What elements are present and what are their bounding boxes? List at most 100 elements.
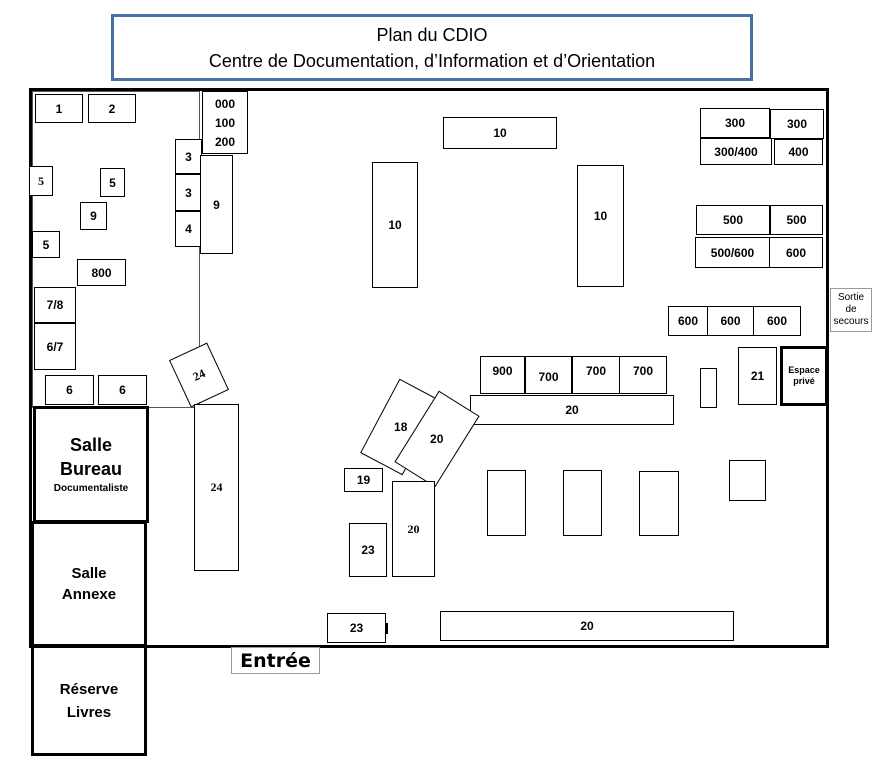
- shelf-600a-label: 600: [785, 245, 807, 260]
- shelf-20-bottom: 20: [440, 611, 734, 641]
- table-unlabeled-2: [563, 470, 602, 536]
- shelf-100: 100: [203, 114, 247, 132]
- shelf-21: 21: [738, 347, 777, 405]
- shelf-100-label: 100: [214, 116, 236, 130]
- shelf-10-top-label: 10: [493, 126, 507, 140]
- shelf-700b-label: 700: [585, 364, 607, 378]
- shelf-10-right-label: 10: [593, 209, 608, 223]
- shelf-200-label: 200: [214, 135, 236, 149]
- shelf-200: 200: [203, 133, 247, 151]
- shelf-4-label: 4: [185, 222, 192, 236]
- shelf-600c: 600: [707, 306, 754, 336]
- shelf-500b-label: 500: [786, 213, 807, 227]
- shelf-600d: 600: [753, 306, 801, 336]
- shelf-300-400: 300/400: [700, 138, 772, 165]
- pillar: [700, 368, 717, 408]
- shelf-500b: 500: [770, 205, 823, 235]
- shelf-500-600: 500/600: [695, 237, 770, 268]
- door-marker: [385, 623, 388, 634]
- shelf-1-label: 1: [55, 101, 63, 116]
- shelf-300a: 300: [700, 108, 770, 138]
- shelf-10-top: 10: [443, 117, 557, 149]
- shelf-18-label: 18: [394, 419, 408, 434]
- room-bureau-label-3: Documentaliste: [53, 482, 129, 494]
- shelf-24-long-label: 24: [210, 480, 223, 494]
- room-reserve-livres: Réserve Livres: [31, 645, 147, 756]
- shelf-7-8-label: 7/8: [46, 298, 64, 312]
- room-bureau-label-1: Salle: [69, 434, 113, 455]
- shelf-9-small: 9: [80, 202, 107, 230]
- shelf-700b: 700: [572, 356, 620, 394]
- shelf-9-tall-label: 9: [213, 197, 220, 212]
- shelf-1: 1: [35, 94, 83, 123]
- shelf-400: 400: [774, 139, 823, 165]
- shelf-7-8: 7/8: [34, 287, 76, 323]
- shelf-23-upper: 23: [349, 523, 387, 577]
- shelf-5-left: 5: [29, 166, 53, 196]
- shelf-6a: 6: [45, 375, 94, 405]
- shelf-3b: 3: [175, 174, 202, 211]
- shelf-6a-label: 6: [66, 383, 73, 397]
- shelf-10-right: 10: [577, 165, 624, 287]
- emergency-exit: Sortie de secours: [830, 288, 872, 332]
- shelf-400-label: 400: [788, 145, 809, 159]
- shelf-300-400-label: 300/400: [714, 144, 758, 159]
- shelf-2-label: 2: [108, 101, 116, 116]
- shelf-23-lower: 23: [327, 613, 386, 643]
- shelf-900-label: 900: [492, 364, 513, 378]
- shelf-19-label: 19: [356, 473, 371, 487]
- shelf-900: 900: [480, 356, 525, 394]
- room-reserve-label-1: Réserve: [59, 680, 119, 698]
- plan-title-box: Plan du CDIO Centre de Documentation, d’…: [111, 14, 753, 81]
- shelf-600a: 600: [769, 237, 823, 268]
- shelf-6-7-label: 6/7: [46, 339, 64, 354]
- shelf-700c-label: 700: [632, 364, 654, 378]
- table-unlabeled-3: [639, 471, 679, 536]
- shelf-600d-label: 600: [766, 314, 788, 328]
- entrance-label-box: Entrée: [231, 647, 320, 674]
- shelf-700a: 700: [525, 356, 572, 394]
- shelf-500a-label: 500: [722, 213, 744, 227]
- shelf-700a-label: 700: [538, 370, 559, 384]
- shelf-600b: 600: [668, 306, 708, 336]
- espace-prive-label-1: Espace: [788, 365, 820, 375]
- shelf-500-600-label: 500/600: [710, 245, 755, 260]
- shelf-10-left-label: 10: [388, 218, 402, 232]
- shelf-6b: 6: [98, 375, 147, 405]
- shelf-5-low-label: 5: [42, 237, 50, 252]
- shelf-800-label: 800: [91, 265, 112, 280]
- shelf-20-vertical-label: 20: [407, 521, 420, 536]
- shelf-300b-label: 300: [786, 117, 808, 131]
- shelf-20-long-mid: 20: [470, 395, 674, 425]
- shelf-21-label: 21: [750, 369, 765, 383]
- shelf-5-low: 5: [32, 231, 60, 258]
- shelf-24-tilted-label: 24: [190, 365, 208, 384]
- shelf-9-tall: 9: [200, 155, 233, 254]
- shelf-3a: 3: [175, 139, 202, 174]
- shelf-20-bottom-label: 20: [580, 619, 594, 633]
- room-annexe-label-2: Annexe: [61, 586, 117, 603]
- shelf-600c-label: 600: [720, 314, 741, 328]
- shelf-300b: 300: [770, 109, 824, 139]
- shelf-5-left-label: 5: [38, 173, 44, 188]
- shelf-10-left: 10: [372, 162, 418, 288]
- room-bureau-label-2: Bureau: [59, 458, 122, 479]
- shelf-20-long-mid-label: 20: [565, 403, 579, 417]
- shelf-24-long: 24: [194, 404, 239, 571]
- shelf-500a: 500: [696, 205, 770, 235]
- shelf-300a-label: 300: [724, 116, 746, 130]
- espace-prive: Espace privé: [780, 346, 828, 406]
- room-bureau-documentaliste: Salle Bureau Documentaliste: [33, 406, 149, 523]
- room-reserve-label-2: Livres: [66, 703, 112, 721]
- shelf-6-7: 6/7: [34, 323, 76, 370]
- shelf-000: 000: [203, 95, 247, 113]
- shelf-3b-label: 3: [185, 185, 192, 200]
- emergency-exit-label-3: secours: [833, 316, 869, 327]
- entrance-label: Entrée: [240, 649, 311, 672]
- shelf-000-label: 000: [214, 97, 236, 111]
- emergency-exit-label-1: Sortie: [837, 292, 865, 303]
- shelf-19: 19: [344, 468, 383, 492]
- table-unlabeled-4: [729, 460, 766, 501]
- shelf-5-mid: 5: [100, 168, 125, 197]
- shelf-700c: 700: [619, 356, 667, 394]
